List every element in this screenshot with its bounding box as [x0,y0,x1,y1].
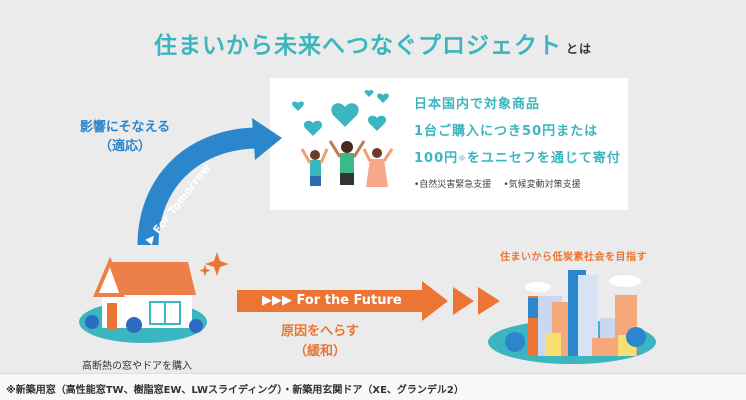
sparkle-icon [205,252,229,276]
sparkle-icon [199,265,211,276]
card-line-1: 日本国内で対象商品 [414,97,541,112]
adaptation-line1: 影響にそなえる [79,120,171,135]
chevron-icon [478,287,500,315]
card-line-2: 1台ご購入につき50円または [414,124,599,139]
support-item: •気候変動対策支援 [503,180,581,190]
footer [0,373,746,400]
footnote: ※新築用窓（高性能窓TW、樹脂窓EW、LWスライディング）・新築用玄関ドア（XE… [6,385,464,396]
house-illustration [79,252,229,343]
arrows-layer [79,118,656,364]
donation-card [270,78,628,210]
adaptation-label: 影響にそなえる （適応） [70,118,180,156]
city-caption: 住まいから低炭素社会を目指す [500,252,647,263]
support-item: •自然災害緊急支援 [414,180,492,190]
chevron-icon [453,287,474,315]
blue-arrowhead [252,118,282,160]
card-line-3-rest: をユニセフを通じて寄付 [466,151,621,166]
title-main: 住まいから未来へつなぐプロジェクト [153,33,562,59]
card-line-3: 100円※をユニセフを通じて寄付 [414,151,621,167]
city-illustration [488,270,656,364]
for-the-future-label: ▶▶▶ For the Future [262,293,402,308]
mitigation-line1: 原因をへらす [281,324,359,339]
adaptation-line2: （適応） [98,139,151,154]
mitigation-label: 原因をへらす （緩和） [270,322,370,362]
house-caption: 高断熱の窓やドアを購入 [82,361,192,372]
card-line-3-amount: 100円 [414,151,459,166]
children-hearts-illustration [292,90,394,187]
for-tomorrow-arrow [137,127,256,246]
for-the-future-arrow [237,281,448,321]
support-list: •自然災害緊急支援 •気候変動対策支援 [414,177,593,190]
page-title: 住まいから未来へつなぐプロジェクトとは [0,26,746,60]
footnote-mark: ※ [458,154,467,163]
title-suffix: とは [565,42,592,56]
mitigation-line2: （緩和） [293,344,346,359]
